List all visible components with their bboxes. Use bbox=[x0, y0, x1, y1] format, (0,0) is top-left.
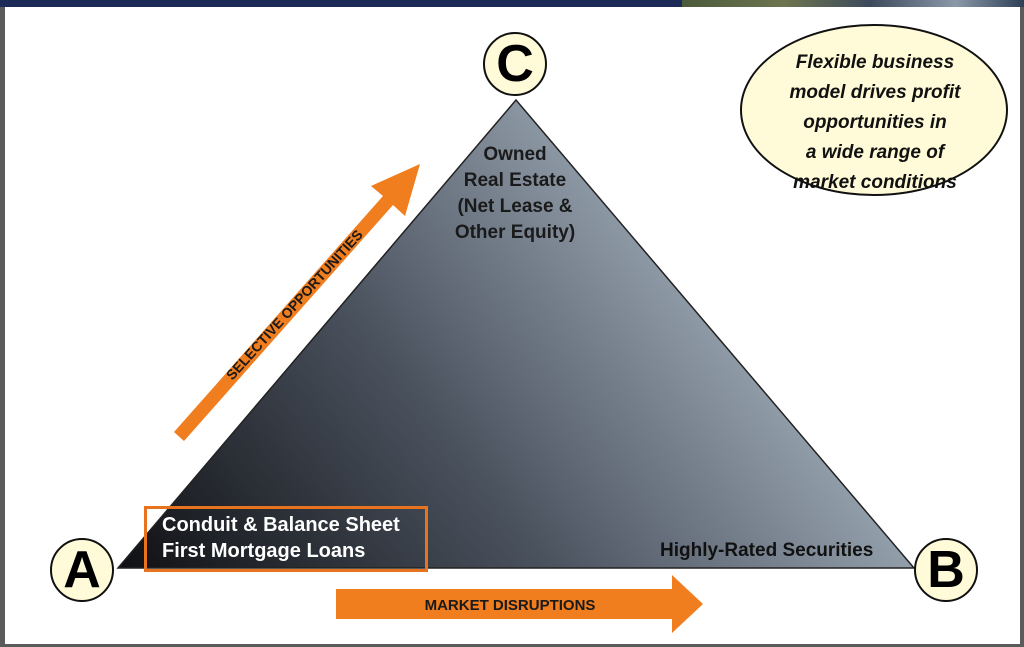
corner-a-label: Conduit & Balance Sheet First Mortgage L… bbox=[162, 512, 432, 564]
frame-right-edge bbox=[1020, 7, 1024, 647]
frame-bottom-edge bbox=[0, 644, 1024, 647]
callout-ellipse bbox=[740, 24, 1008, 196]
callout-line: Flexible business bbox=[795, 52, 955, 73]
callout-line: a wide range of bbox=[805, 142, 945, 163]
triangle bbox=[116, 98, 916, 569]
callout-line: market conditions bbox=[793, 172, 957, 193]
corner-a-label-line: Conduit & Balance Sheet bbox=[162, 514, 400, 536]
callout-line: opportunities in bbox=[803, 112, 947, 133]
apex-label-line: Other Equity) bbox=[454, 222, 576, 243]
header-bar bbox=[0, 0, 1024, 7]
vertex-a: A bbox=[50, 538, 114, 602]
apex-label-line: (Net Lease & bbox=[457, 196, 573, 217]
header-photo-strip bbox=[682, 0, 1024, 7]
callout-text: Flexible business model drives profit op… bbox=[760, 48, 990, 198]
frame-left-edge bbox=[0, 7, 5, 647]
vertex-b: B bbox=[914, 538, 978, 602]
callout-line: model drives profit bbox=[789, 82, 961, 103]
apex-label-line: Owned bbox=[483, 144, 547, 165]
corner-a-highlight-box bbox=[144, 506, 428, 572]
vertex-c: C bbox=[483, 32, 547, 96]
apex-label-line: Real Estate bbox=[463, 170, 567, 191]
apex-label: Owned Real Estate (Net Lease & Other Equ… bbox=[430, 142, 600, 246]
corner-a-label-line: First Mortgage Loans bbox=[162, 540, 366, 562]
market-disruptions-arrow: MARKET DISRUPTIONS bbox=[336, 575, 703, 633]
market-disruptions-label: MARKET DISRUPTIONS bbox=[425, 597, 596, 614]
corner-b-label: Highly-Rated Securities bbox=[660, 540, 874, 561]
